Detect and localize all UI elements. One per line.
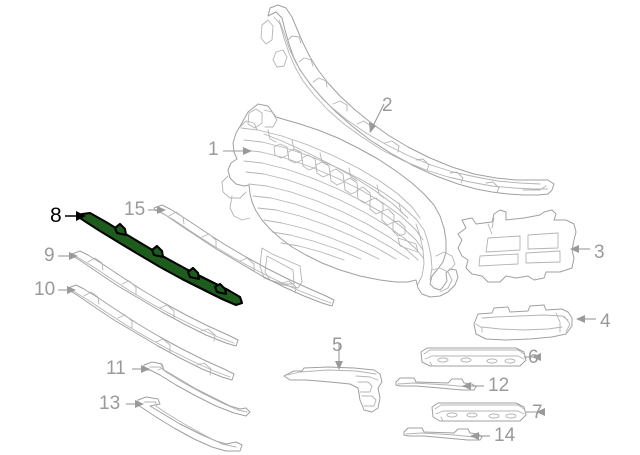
leader-3 [570, 245, 590, 253]
part-shape-5[interactable] [283, 366, 383, 413]
callout-label-14[interactable]: 14 [494, 425, 516, 446]
leader-14 [470, 432, 490, 440]
part-shape-11[interactable] [143, 361, 251, 417]
leader-7 [526, 408, 545, 416]
leader-6 [524, 353, 541, 361]
part-shape-3[interactable] [457, 209, 577, 283]
leader-9 [58, 252, 78, 260]
part-shape-14[interactable] [403, 427, 483, 441]
callout-label-5[interactable]: 5 [332, 335, 343, 356]
callout-label-1[interactable]: 1 [208, 139, 219, 160]
callout-label-15[interactable]: 15 [124, 199, 146, 220]
part-shape-2[interactable] [260, 4, 555, 196]
leader-12 [462, 382, 484, 390]
leader-2 [369, 103, 385, 133]
part-shape-12[interactable] [395, 377, 477, 391]
leader-1 [223, 147, 252, 155]
leader-13 [126, 400, 144, 408]
callout-label-3[interactable]: 3 [594, 242, 605, 263]
callout-label-6[interactable]: 6 [528, 347, 539, 368]
callout-label-12[interactable]: 12 [488, 375, 510, 396]
part-shape-1[interactable] [221, 103, 459, 298]
part-shape-13[interactable] [137, 396, 243, 452]
leader-11 [132, 365, 150, 373]
callout-label-10[interactable]: 10 [34, 279, 56, 300]
leader-15 [148, 206, 166, 214]
callout-label-8[interactable]: 8 [50, 204, 62, 227]
callout-label-13[interactable]: 13 [99, 393, 121, 414]
leader-5 [335, 344, 343, 370]
callout-label-9[interactable]: 9 [44, 245, 55, 266]
callout-label-11[interactable]: 11 [106, 358, 126, 379]
leader-4 [576, 315, 596, 323]
leader-8 [65, 211, 86, 221]
part-shape-8-highlighted[interactable] [78, 211, 244, 307]
part-shape-10[interactable] [67, 284, 235, 381]
part-shape-7[interactable] [431, 402, 527, 422]
part-shape-9[interactable] [71, 250, 239, 347]
callout-label-2[interactable]: 2 [382, 95, 393, 116]
callout-label-7[interactable]: 7 [532, 402, 543, 423]
part-shape-15[interactable] [153, 204, 335, 307]
part-shape-6[interactable] [420, 347, 527, 367]
callout-label-4[interactable]: 4 [600, 311, 611, 332]
leader-10 [58, 286, 76, 294]
part-shape-4[interactable] [473, 304, 573, 341]
